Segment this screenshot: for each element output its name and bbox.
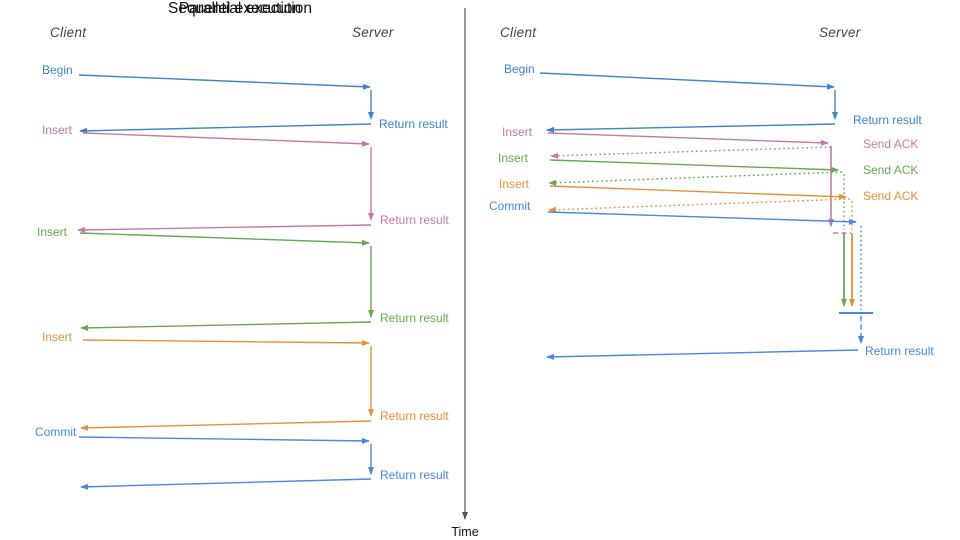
begin-request-arrow <box>539 72 835 90</box>
insert2-request-arrow <box>549 159 839 173</box>
insert3-request-arrow <box>549 185 847 200</box>
commit-return-arrow <box>80 478 372 490</box>
insert3-return-arrow <box>80 420 372 431</box>
begin-return-arrow <box>79 123 372 134</box>
commit-request-arrow <box>78 436 370 444</box>
commit-return-arrow <box>546 349 859 360</box>
begin-request-arrow <box>78 74 371 90</box>
begin-return-arrow <box>546 123 836 133</box>
commit-request-arrow <box>547 211 857 225</box>
insert3-request-arrow <box>82 339 370 346</box>
insert2-return-arrow <box>80 321 372 331</box>
insert2-ack-return-arrow <box>548 171 843 186</box>
insert3-ack-return-arrow <box>548 198 851 213</box>
sequential-execution-title: Sequential execution <box>168 0 312 17</box>
parallel-execution-title: Parallel execution <box>178 0 302 17</box>
insert1-request-arrow <box>82 132 370 147</box>
insert1-ack-return-arrow <box>550 146 832 159</box>
insert1-request-arrow <box>547 132 829 146</box>
insert1-return-arrow <box>77 224 372 233</box>
insert2-request-arrow <box>79 232 370 246</box>
time-axis-label: Time <box>451 525 479 539</box>
panel-sequential-arrows <box>77 74 374 490</box>
panel-parallel-arrows <box>539 72 873 360</box>
